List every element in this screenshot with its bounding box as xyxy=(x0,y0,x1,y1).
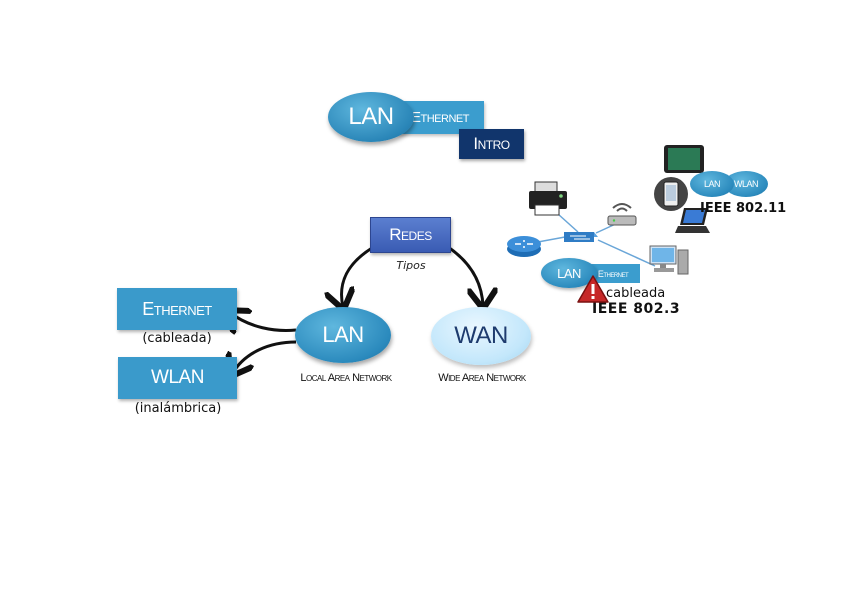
warning-icon xyxy=(577,275,609,303)
wan-node: WAN xyxy=(431,307,531,365)
arrow-lan-to-wlan xyxy=(232,340,297,374)
smartphone-icon xyxy=(654,177,688,211)
wlan-note: (inalámbrica) xyxy=(134,401,222,416)
desktop-pc-icon xyxy=(649,245,689,275)
mini-ethernet-banner: Ethernet xyxy=(586,264,640,283)
printer-icon xyxy=(529,181,567,216)
arrow-redes-to-lan xyxy=(342,246,373,307)
wlan-box: WLAN xyxy=(118,357,237,399)
ethernet-note: (cableada) xyxy=(142,331,212,346)
laptop-icon xyxy=(675,208,710,233)
title-intro-banner: Intro xyxy=(459,129,524,159)
arrow-lan-to-ethernet xyxy=(229,312,297,330)
title-lan-ellipse: LAN xyxy=(328,92,414,142)
tablet-icon xyxy=(664,145,704,173)
mini-lan-ellipse: LAN xyxy=(541,258,597,288)
mini-lan-wireless-ellipse: LAN xyxy=(690,171,734,197)
wan-caption: Wide Area Network xyxy=(438,372,526,384)
router-icon xyxy=(507,236,541,257)
ieee-802-3-label: IEEE 802.3 xyxy=(592,301,681,317)
lan-node: LAN xyxy=(295,307,391,363)
tipos-label: Tipos xyxy=(396,259,426,272)
ethernet-box: Ethernet xyxy=(117,288,237,330)
wifi-router-icon xyxy=(607,203,637,226)
redes-box: Redes xyxy=(370,217,451,253)
ieee-802-11-label: IEEE 802.11 xyxy=(700,201,787,216)
switch-icon xyxy=(564,232,598,242)
arrow-redes-to-wan xyxy=(447,245,483,306)
cableada-label: cableada xyxy=(606,286,666,301)
lan-caption: Local Area Network xyxy=(300,372,392,384)
